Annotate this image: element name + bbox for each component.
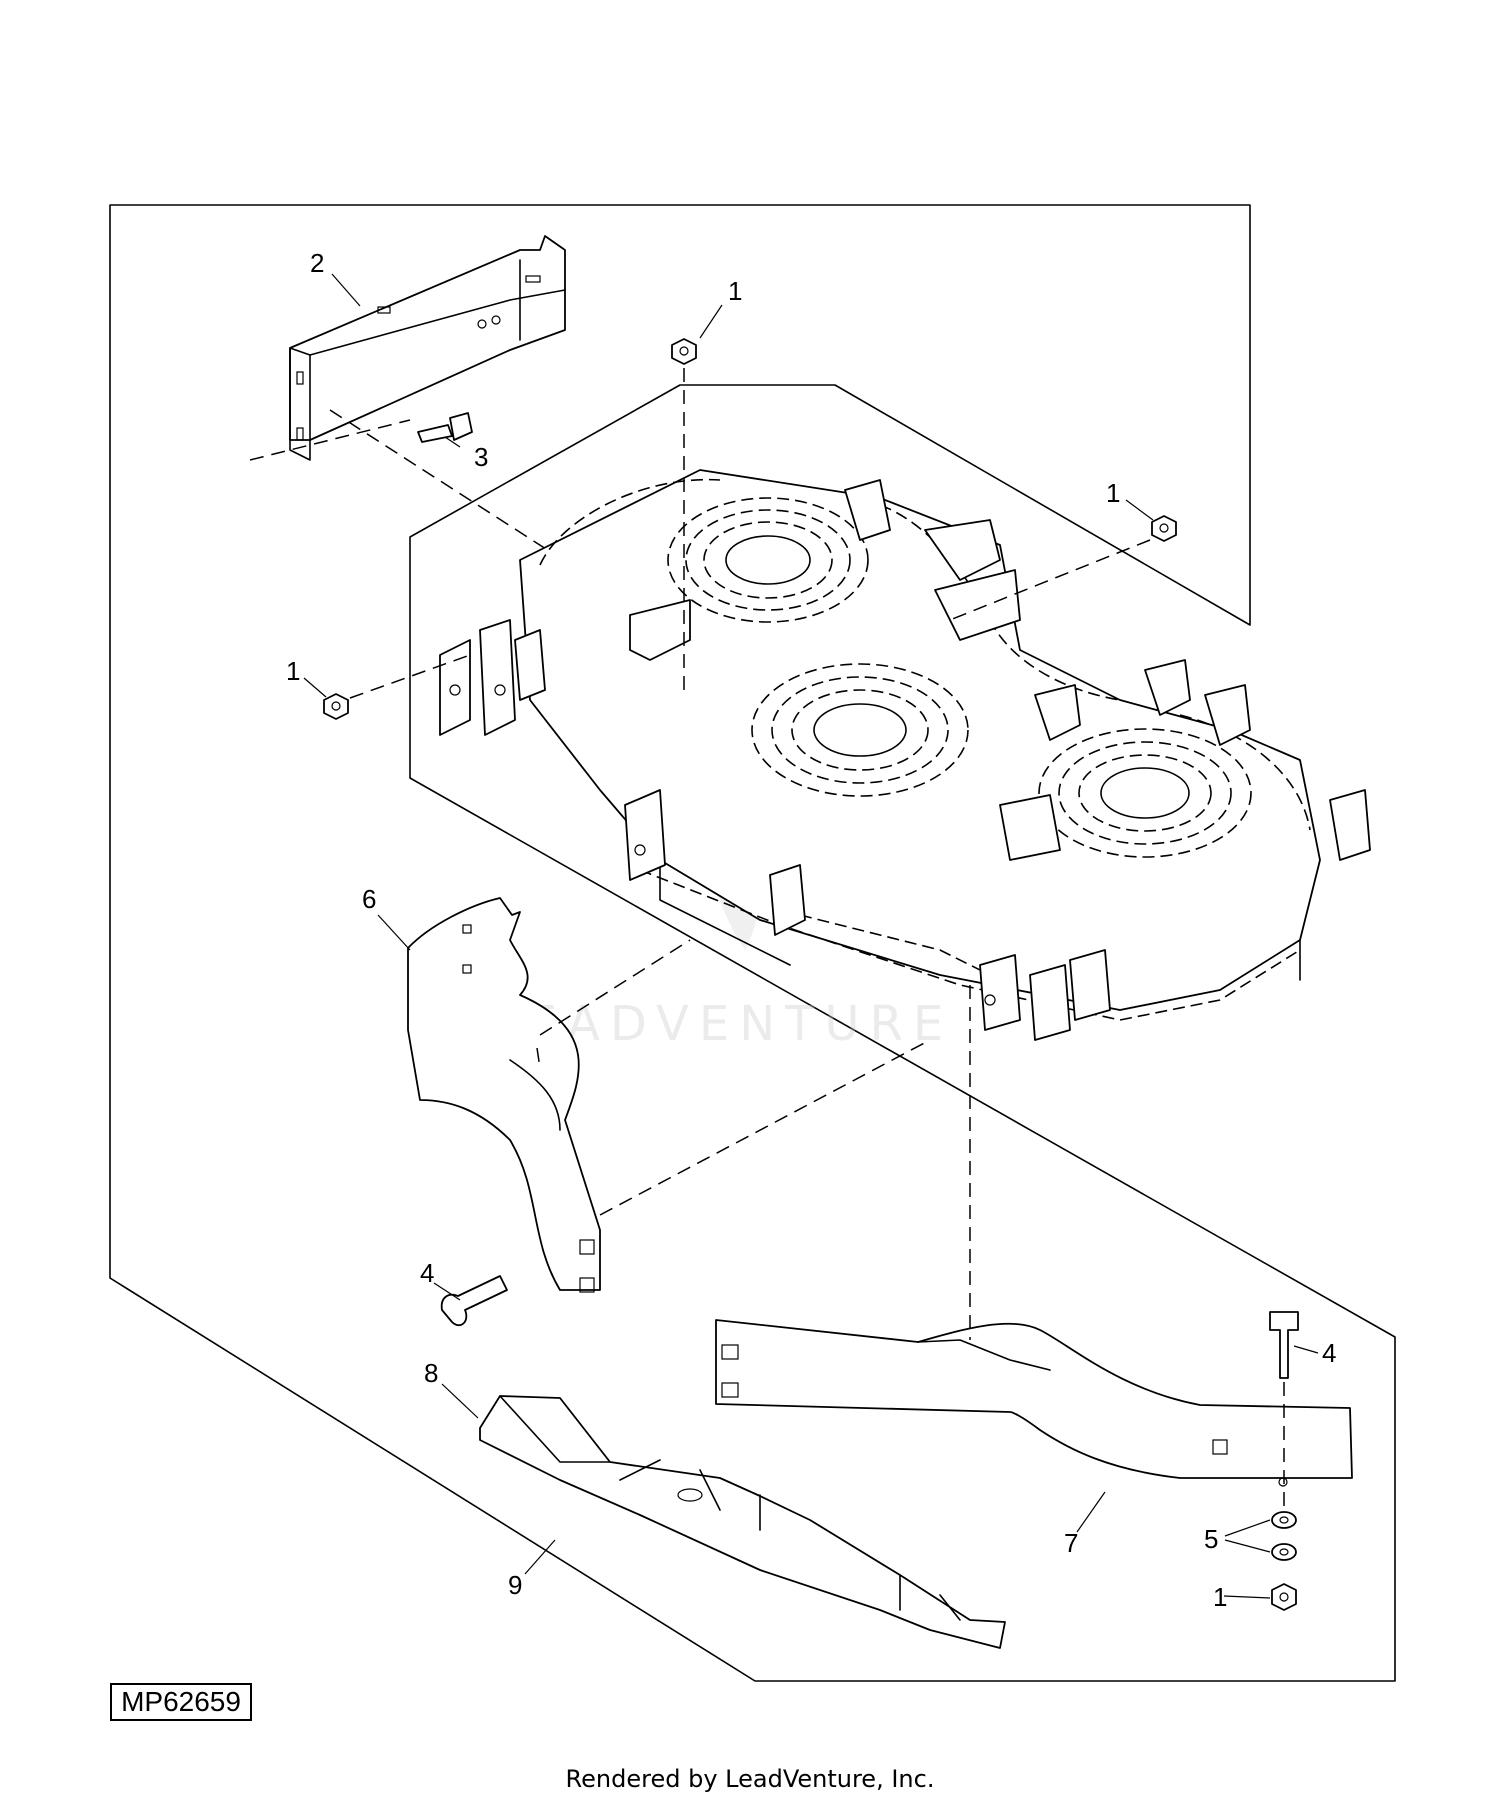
callout-3: 3 [474, 442, 488, 472]
part-4-bolt-right [1269, 1311, 1299, 1379]
callout-7: 7 [1064, 1528, 1078, 1558]
part-1-nut-left [323, 693, 349, 720]
callout-1-bottom: 1 [1213, 1582, 1227, 1612]
figure-id-label: MP62659 [110, 1683, 252, 1721]
callout-1-left: 1 [286, 656, 300, 686]
assembly-frame [109, 204, 1396, 1682]
spindle-left [667, 497, 869, 623]
leader-lines [303, 273, 1319, 1599]
part-5-washer-upper [1271, 1511, 1297, 1529]
part-7-baffle [715, 1319, 1353, 1487]
spindle-right [1038, 728, 1252, 858]
part-2-bracket [289, 235, 566, 461]
part-1-nut-right [1151, 515, 1177, 542]
callout-1-right: 1 [1106, 478, 1120, 508]
callouts: 1 1 1 1 2 3 4 4 5 6 7 8 9 [286, 248, 1336, 1612]
part-6-baffle [407, 897, 601, 1293]
callout-1-top: 1 [728, 276, 742, 306]
callout-8: 8 [424, 1358, 438, 1388]
footer-credit: Rendered by LeadVenture, Inc. [565, 1765, 935, 1793]
callout-6: 6 [362, 884, 376, 914]
part-5-washer-lower [1271, 1543, 1297, 1561]
callout-4-left: 4 [420, 1258, 434, 1288]
part-1-nut-top [671, 338, 697, 365]
callout-9: 9 [508, 1570, 522, 1600]
mower-deck [519, 469, 1321, 1021]
part-1-nut-bottom [1271, 1583, 1297, 1611]
deck-brackets [439, 479, 1371, 1041]
part-3-bolt [417, 412, 473, 443]
callout-4-right: 4 [1322, 1338, 1336, 1368]
part-4-bolt-left [440, 1275, 508, 1327]
callout-2: 2 [310, 248, 324, 278]
spindle-center [751, 663, 969, 797]
callout-5: 5 [1204, 1524, 1218, 1554]
part-8-blade [479, 1395, 1006, 1649]
